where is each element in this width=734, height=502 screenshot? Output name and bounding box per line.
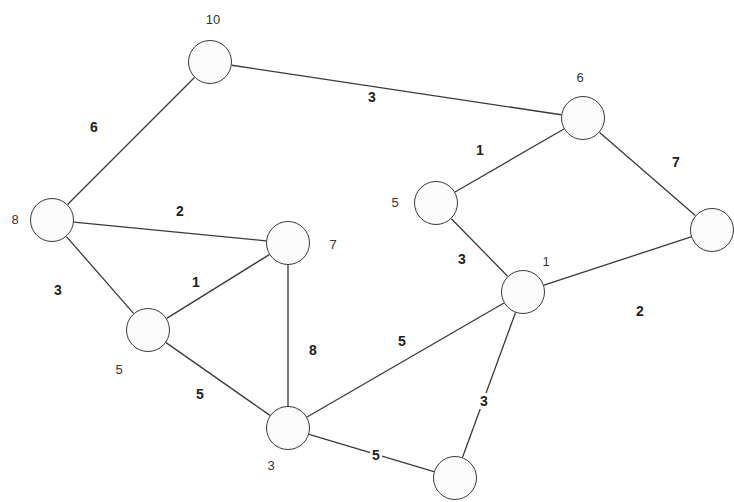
edge-weight: 2	[174, 203, 186, 219]
graph-edge	[166, 343, 270, 416]
edge-weight: 6	[88, 119, 100, 135]
edge-weight: 3	[52, 282, 64, 298]
graph-vertex: 6	[561, 96, 605, 140]
graph-vertex: 1	[501, 270, 545, 314]
graph-edge	[600, 132, 696, 215]
graph-edge	[232, 65, 561, 114]
edge-weight: 3	[366, 89, 378, 105]
vertex-weight: 5	[391, 196, 398, 209]
graph-edge	[455, 129, 564, 192]
graph-vertex: 7	[266, 221, 310, 265]
edge-weight: 5	[370, 447, 382, 463]
graph-edge	[451, 219, 507, 277]
graph-edge	[167, 255, 270, 319]
graph-vertex: 5	[414, 181, 458, 225]
graph-edge	[544, 237, 691, 285]
graph-edge	[463, 313, 516, 458]
graph-vertex: 8	[30, 198, 74, 242]
edge-weight: 3	[456, 251, 468, 267]
vertex-weight: 6	[576, 71, 583, 84]
graph-edge	[66, 237, 133, 314]
edge-weight: 5	[194, 386, 206, 402]
graph-vertex	[690, 208, 734, 252]
vertex-weight: 3	[267, 459, 274, 472]
edge-weight: 5	[396, 333, 408, 349]
graph-edge	[68, 78, 195, 205]
edge-weight: 7	[670, 154, 682, 170]
graph-edge	[307, 303, 504, 417]
graph-vertex: 3	[266, 406, 310, 450]
vertex-weight: 10	[206, 13, 220, 26]
vertex-weight: 7	[329, 238, 336, 251]
vertex-weight: 1	[542, 255, 549, 268]
graph-vertex: 10	[188, 40, 232, 84]
edge-weight: 1	[190, 274, 202, 290]
vertex-weight: 5	[115, 363, 122, 376]
graph-edge	[287, 265, 288, 406]
graph-edge	[309, 434, 434, 471]
edge-weight: 8	[307, 342, 319, 358]
vertex-weight: 8	[11, 213, 18, 226]
graph-edge	[74, 222, 266, 241]
graph-vertex	[433, 456, 477, 500]
edge-weight: 1	[474, 142, 486, 158]
edge-weight: 2	[634, 303, 646, 319]
graph-vertex: 5	[126, 308, 170, 352]
edge-weight: 3	[478, 393, 490, 409]
